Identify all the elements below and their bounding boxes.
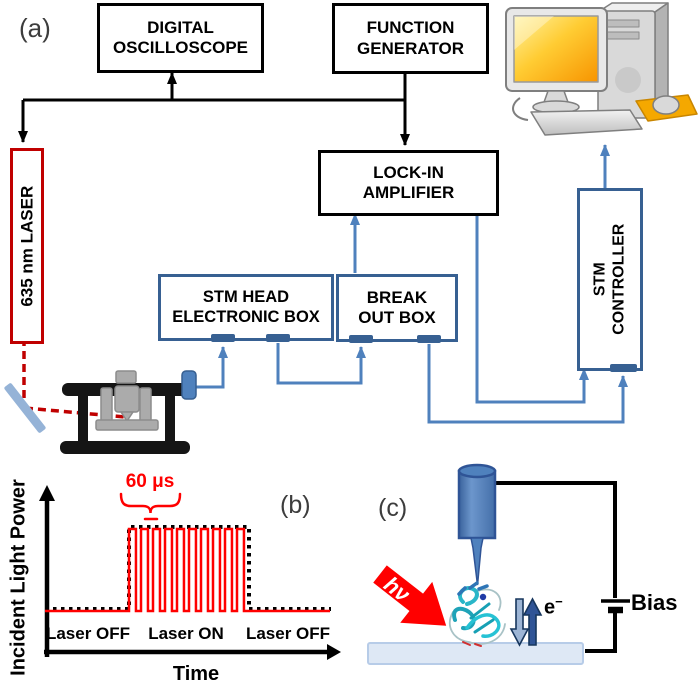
x-axis-arrowhead	[327, 644, 341, 660]
box-digital-oscilloscope: DIGITAL OSCILLOSCOPE	[97, 3, 264, 73]
electron-symbol: e	[544, 597, 555, 619]
panel-a-label: (a)	[19, 13, 51, 44]
electron-arrows-icon	[511, 599, 541, 645]
pulse-width-brace	[121, 494, 180, 519]
box-lock-in-amplifier: LOCK-IN AMPLIFIER	[318, 150, 499, 216]
box-stm-head-electronic: STM HEAD ELECTRONIC BOX	[158, 274, 334, 341]
red-pulse-train	[45, 529, 330, 611]
connector-tab	[266, 334, 290, 342]
bias-label: Bias	[631, 590, 677, 616]
panel-c-label: (c)	[378, 494, 407, 523]
region-label-on: Laser ON	[148, 624, 224, 644]
desktop-computer-icon	[506, 3, 697, 135]
y-axis-label: Incident Light Power	[8, 468, 31, 688]
connector-tab	[417, 335, 441, 343]
protein-molecule-icon	[450, 583, 505, 646]
box-stm-controller: STM CONTROLLER	[577, 188, 643, 371]
y-axis-arrowhead	[39, 485, 55, 501]
connector-tab	[349, 335, 373, 343]
box-function-generator: FUNCTION GENERATOR	[332, 3, 489, 74]
laser-label: 635 nm LASER	[17, 186, 37, 307]
x-axis-label: Time	[173, 663, 219, 686]
electron-label: e−	[544, 594, 563, 620]
photon-arrow-icon: hν	[364, 554, 462, 647]
battery-icon	[601, 601, 630, 610]
substrate	[368, 643, 583, 664]
region-label-off-1: Laser OFF	[46, 624, 130, 644]
stm-tip-icon	[459, 465, 495, 585]
stm-controller-label: STM CONTROLLER	[591, 224, 629, 335]
stm-head-illustration	[60, 371, 196, 454]
box-laser: 635 nm LASER	[10, 148, 44, 344]
connector-tab	[610, 364, 637, 372]
electron-charge: −	[555, 594, 563, 609]
black-signal-lines	[23, 67, 405, 145]
head-connector	[182, 371, 196, 399]
connector-tab	[211, 334, 235, 342]
pulse-width-annotation: 60 μs	[126, 471, 175, 493]
panel-b-label: (b)	[280, 491, 311, 520]
bias-circuit-wires	[494, 483, 615, 651]
box-break-out: BREAK OUT BOX	[336, 274, 458, 342]
region-label-off-2: Laser OFF	[246, 624, 330, 644]
